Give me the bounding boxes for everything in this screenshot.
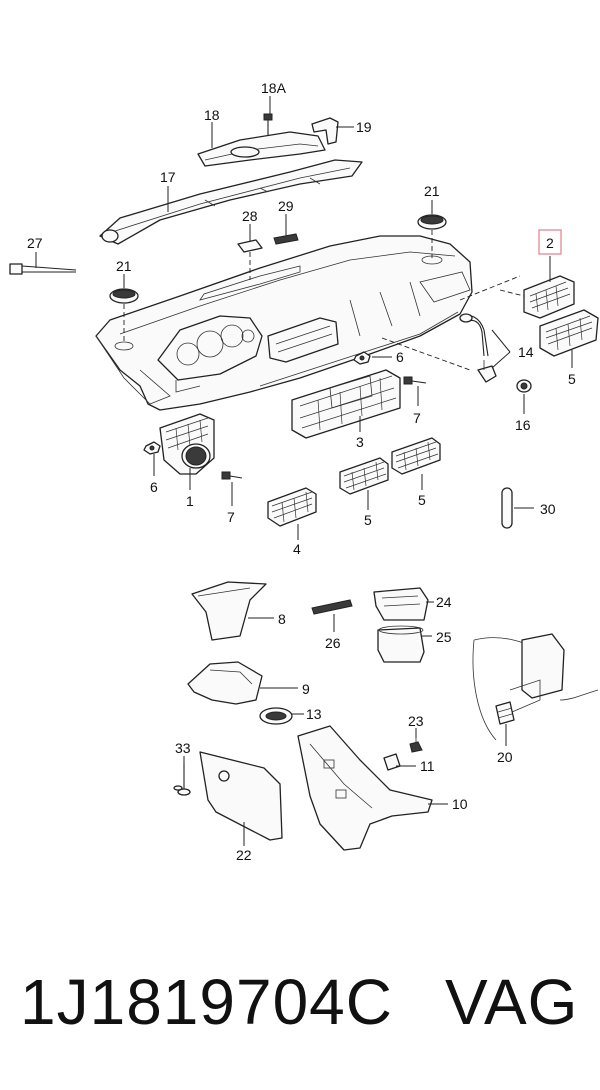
callout-29: 29 [278,198,294,214]
highlight-box [538,229,562,255]
callout-8: 8 [278,611,286,627]
part-1-vent-housing [159,413,215,475]
part-30-rod [501,487,513,529]
callout-22: 22 [236,847,252,863]
part-16-washer [516,379,532,393]
dashboard-panel [95,235,473,411]
callout-2: 2 [546,235,554,251]
callout-9: 9 [302,681,310,697]
part-25-tray [377,625,425,663]
part-22-side-panel [199,751,283,841]
callout-7a: 7 [413,410,421,426]
callout-19: 19 [356,119,372,135]
part-20-vehicle-inset [472,633,599,741]
part-14-cable [459,313,497,383]
part-17-defroster-duct [99,159,363,245]
part-6-nut-upper [353,351,371,365]
callout-4: 4 [293,541,301,557]
part-5-air-vent-mid [339,457,389,495]
part-number-text: 1J1819704C [20,966,393,1038]
callout-5b: 5 [418,492,426,508]
part-33-screw [173,764,191,796]
callout-6a: 6 [396,349,404,365]
part-3-center-vent [291,369,401,439]
callout-30: 30 [540,501,556,517]
assembly-dashed-lines [381,275,521,371]
callout-5c: 5 [364,512,372,528]
callout-1: 1 [186,493,194,509]
callout-23: 23 [408,713,424,729]
part-5-air-vent-mid-right [391,437,441,475]
part-26-strip [311,599,353,615]
callout-17: 17 [160,169,176,185]
callout-24: 24 [436,594,452,610]
part-8-duct [191,581,267,641]
part-18-cover [197,131,326,167]
callout-18a: 18A [261,80,287,96]
part-21-speaker-grille-left [109,288,139,351]
callout-6b: 6 [150,479,158,495]
callout-25: 25 [436,629,452,645]
part-7-screw-lower [221,471,243,480]
leader-lines [35,96,573,846]
callout-3: 3 [356,434,364,450]
part-18a-screw [263,113,273,136]
callout-33: 33 [175,740,191,756]
callout-16: 16 [515,417,531,433]
part-24-trim [373,587,429,621]
part-10-support-bracket [297,725,433,851]
callout-5a: 5 [568,371,576,387]
callout-21b: 21 [116,258,132,274]
callout-13: 13 [306,706,322,722]
part-4-air-vent [267,487,317,527]
callout-7b: 7 [227,509,235,525]
part-29-cover [273,233,299,245]
callout-11: 11 [420,758,435,774]
callout-10: 10 [452,796,468,812]
brand-text: VAG [445,966,579,1038]
part-21-speaker-grille-right [417,214,447,265]
callout-14: 14 [518,344,534,360]
part-11-clip [383,753,401,771]
part-5-air-vent-right [539,309,599,357]
part-2-air-vent [499,275,575,319]
callout-21a: 21 [424,183,440,199]
callout-28: 28 [242,208,258,224]
callout-labels: 18A 18 19 17 21 28 29 2 27 21 6 14 5 7 1… [27,80,576,863]
part-7-screw-upper [403,376,427,385]
callout-27: 27 [27,235,43,251]
part-19-clip [311,117,339,145]
part-13-ring [259,707,293,725]
callout-18: 18 [204,107,220,123]
part-6-nut-lower [143,441,161,455]
part-27-pin [9,263,77,275]
part-9-bracket [187,661,263,705]
callout-26: 26 [325,635,341,651]
callout-20: 20 [497,749,513,765]
